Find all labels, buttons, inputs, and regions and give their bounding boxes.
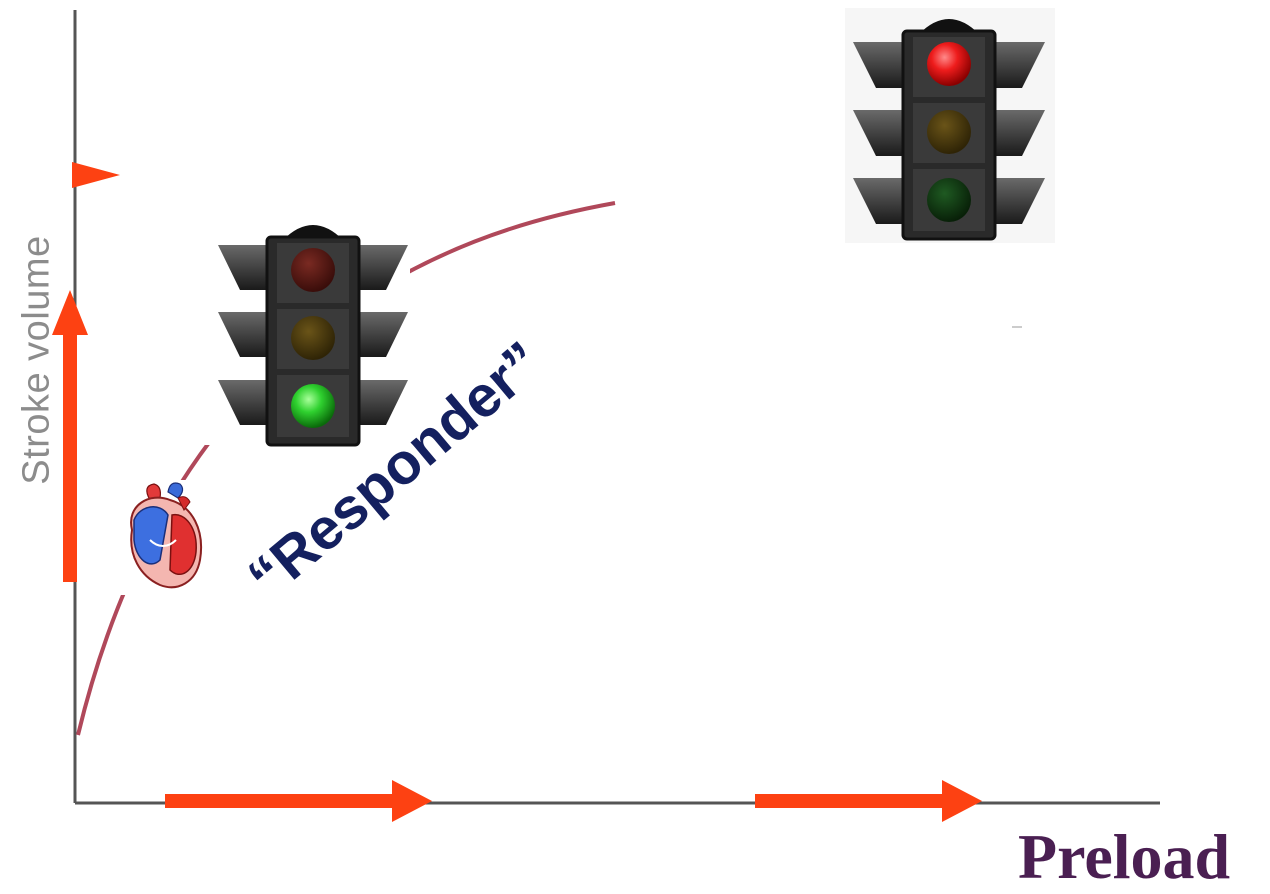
- x-increase-arrow-1-head: [392, 780, 432, 822]
- traffic-light-icon: [205, 225, 410, 447]
- yellow-lamp-off: [927, 110, 971, 154]
- traffic-light-icon: [845, 8, 1055, 243]
- y-level-arrow: [72, 162, 120, 188]
- red-lamp-on: [927, 42, 971, 86]
- heart-icon: [120, 480, 210, 595]
- yellow-lamp-off: [291, 316, 335, 360]
- green-lamp-on: [291, 384, 335, 428]
- y-increase-arrow-head: [52, 290, 88, 335]
- red-lamp-off: [291, 248, 335, 292]
- y-axis-label: Stroke volume: [15, 235, 58, 485]
- green-lamp-off: [927, 178, 971, 222]
- x-increase-arrow-2-head: [942, 780, 982, 822]
- x-axis-label: Preload: [1018, 821, 1231, 892]
